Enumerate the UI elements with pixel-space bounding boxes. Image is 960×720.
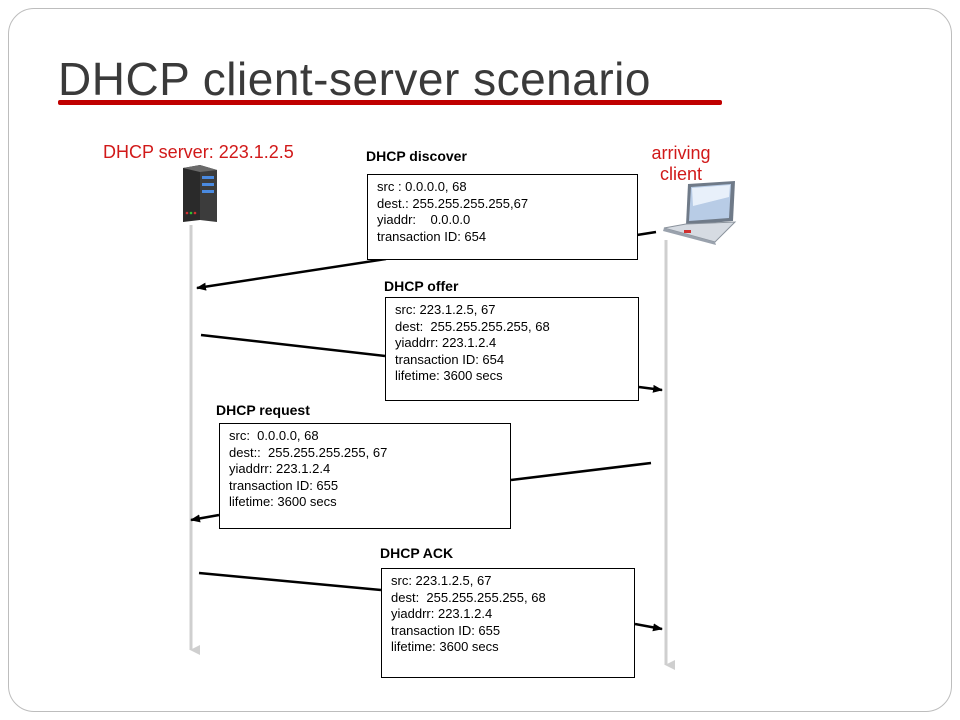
discover-arrow: [196, 257, 387, 291]
offer-label: DHCP offer: [384, 278, 459, 294]
request-line: transaction ID: 655: [229, 477, 339, 493]
title-underline: [58, 100, 722, 105]
discover-message-box: src : 0.0.0.0, 68 dest.: 255.255.255.255…: [367, 174, 638, 260]
offer-line: transaction ID: 654: [395, 351, 505, 367]
request-message-box: src: 0.0.0.0, 68 dest:: 255.255.255.255,…: [219, 423, 511, 529]
discover-line: transaction ID: 654: [377, 228, 487, 244]
ack-message-box: src: 223.1.2.5, 67 dest: 255.255.255.255…: [381, 568, 635, 678]
discover-label: DHCP discover: [366, 148, 467, 164]
offer-line: dest: 255.255.255.255, 68: [395, 318, 550, 334]
offer-arrow: [638, 384, 663, 393]
discover-line: src : 0.0.0.0, 68: [377, 179, 467, 194]
ack-arrow: [634, 622, 663, 632]
discover-arrow-tail: [636, 230, 657, 237]
discover-line: yiaddr: 0.0.0.0: [377, 212, 471, 228]
server-label: DHCP server: 223.1.2.5: [103, 142, 294, 162]
request-line: yiaddrr: 223.1.2.4: [229, 461, 331, 477]
offer-arrow-tail: [200, 333, 386, 358]
offer-message-box: src: 223.1.2.5, 67 dest: 255.255.255.255…: [385, 297, 639, 401]
request-label: DHCP request: [216, 402, 310, 418]
request-arrow-tail: [510, 461, 652, 482]
discover-line: dest.: 255.255.255.255,67: [377, 195, 529, 211]
client-label: arriving client: [640, 143, 722, 185]
offer-line: yiaddrr: 223.1.2.4: [395, 335, 497, 351]
request-line: dest:: 255.255.255.255, 67: [229, 444, 388, 460]
server-icon: [183, 165, 217, 222]
ack-line: dest: 255.255.255.255, 68: [391, 589, 546, 605]
offer-line: lifetime: 3600 secs: [395, 368, 503, 384]
ack-line: yiaddrr: 223.1.2.4: [391, 606, 493, 622]
ack-line: src: 223.1.2.5, 67: [391, 573, 492, 588]
ack-line: transaction ID: 655: [391, 622, 501, 638]
offer-line: src: 223.1.2.5, 67: [395, 302, 496, 317]
request-line: lifetime: 3600 secs: [229, 494, 337, 510]
client-label-line1: arriving: [651, 143, 711, 163]
ack-label: DHCP ACK: [380, 545, 454, 561]
ack-arrow-tail: [198, 571, 382, 592]
ack-line: lifetime: 3600 secs: [391, 639, 499, 655]
request-arrow: [190, 513, 220, 523]
request-line: src: 0.0.0.0, 68: [229, 428, 319, 443]
client-label-line2: client: [659, 164, 703, 184]
page-title: DHCP client-server scenario: [58, 53, 651, 105]
laptop-icon: [663, 181, 737, 245]
